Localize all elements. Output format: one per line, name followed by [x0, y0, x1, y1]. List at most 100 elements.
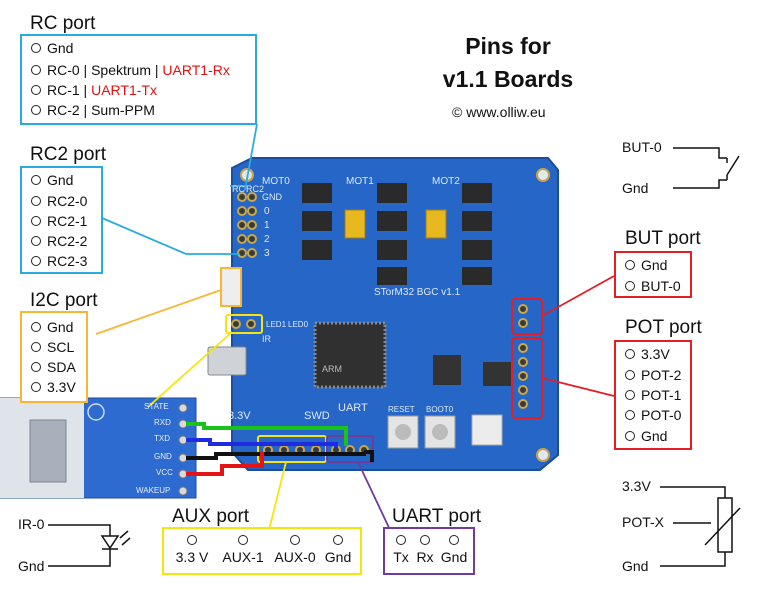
mount-hole	[536, 448, 550, 462]
boot0-button	[424, 415, 456, 449]
i2c-connector	[220, 267, 242, 307]
small-chip	[483, 362, 511, 386]
rc-port-title: RC port	[30, 13, 96, 34]
mcu-chip	[313, 321, 387, 389]
rc2-pin-1: RC2-1	[31, 211, 87, 231]
module-pin-txd: TXD	[154, 434, 170, 443]
pcb-board	[231, 157, 559, 471]
silk-led1: LED1	[266, 320, 287, 329]
aux-port-title: AUX port	[172, 506, 250, 527]
rc-port-box: Gnd RC-0 | Spektrum | UART1-Rx RC-1 | UA…	[20, 34, 257, 125]
pot-pin-3v3: 3.3V	[625, 344, 670, 364]
rc-pin-rc0: RC-0 | Spektrum | UART1-Rx	[31, 60, 230, 80]
rc2-port-box: Gnd RC2-0 RC2-1 RC2-2 RC2-3	[20, 166, 103, 274]
module-pin-vcc: VCC	[156, 468, 173, 477]
aux-pin-3v3: 3.3 V	[170, 535, 214, 565]
aux-port-box: 3.3 V AUX-1 AUX-0 Gnd	[162, 527, 362, 575]
rc-header	[237, 192, 257, 258]
usb-connector	[207, 346, 247, 376]
silk-num-2: 2	[264, 234, 270, 245]
uart-pin-rx: Rx	[413, 535, 437, 565]
but-port-title: BUT port	[625, 228, 701, 249]
pin-dot	[625, 410, 635, 421]
rc2-pin-2: RC2-2	[31, 231, 87, 251]
pin-dot	[31, 216, 41, 227]
mcu-label: ARM	[322, 364, 342, 374]
pin-dot	[625, 260, 635, 271]
but-pin-gnd: Gnd	[625, 255, 667, 275]
pin-dot	[420, 535, 430, 545]
led-label-bottom: Gnd	[18, 558, 45, 574]
silk-led0: LED0	[288, 320, 309, 329]
title-line-1: Pins for	[465, 33, 551, 59]
silk-num-1: 1	[264, 220, 270, 231]
pin-dot	[187, 535, 197, 545]
pot-pin-pot2: POT-2	[625, 365, 681, 385]
i2c-pin-scl: SCL	[31, 337, 74, 357]
pot-pin-pot0: POT-0	[625, 405, 681, 425]
pot-label-mid: POT-X	[622, 514, 665, 530]
pin-dot	[333, 535, 343, 545]
pin-dot	[31, 43, 41, 54]
pot-schematic	[660, 486, 741, 567]
i2c-pin-gnd: Gnd	[31, 317, 73, 337]
page-title: Pins for v1.1 Boards	[420, 30, 596, 96]
silk-mot2: MOT2	[432, 176, 460, 187]
silk-swd: SWD	[304, 410, 330, 422]
board-name: STorM32 BGC v1.1	[374, 287, 461, 298]
pot-pin-pot1: POT-1	[625, 385, 681, 405]
pin-dot	[31, 256, 41, 267]
pin-dot	[625, 349, 635, 360]
but-pin-but0: BUT-0	[625, 276, 681, 296]
rc-pin-rc1: RC-1 | UART1-Tx	[31, 80, 157, 100]
uart-port-title: UART port	[392, 506, 482, 527]
pin-dot	[449, 535, 459, 545]
uart-pin-gnd: Gnd	[437, 535, 471, 565]
pin-dot	[31, 236, 41, 247]
button-schematic	[673, 147, 740, 189]
leader-lines	[95, 123, 615, 535]
pin-dot	[625, 431, 635, 442]
pin-dot	[31, 196, 41, 207]
pin-dot	[31, 322, 41, 333]
pin-dot	[396, 535, 406, 545]
title-line-2: v1.1 Boards	[442, 66, 574, 92]
pin-dot	[625, 281, 635, 292]
silk-boot0: BOOT0	[426, 405, 454, 414]
capacitors	[344, 209, 447, 239]
ir-connector	[225, 314, 263, 334]
pin-dot	[31, 105, 41, 116]
pin-dot	[31, 342, 41, 353]
pin-dot	[31, 382, 41, 393]
pot-label-top: 3.3V	[622, 478, 651, 494]
mosfet-array	[302, 183, 492, 285]
led-schematic	[48, 524, 131, 567]
but-header	[511, 298, 543, 335]
button-label-top: BUT-0	[622, 139, 662, 155]
module-pin-wakeup: WAKEUP	[136, 486, 171, 495]
pin-dot	[31, 85, 41, 96]
pot-label-bottom: Gnd	[622, 558, 649, 574]
i2c-pin-3v3: 3.3V	[31, 377, 76, 397]
silk-mot0: MOT0	[262, 176, 290, 187]
pin-dot	[31, 175, 41, 186]
module-pin-rxd: RXD	[154, 418, 171, 427]
silk-mot1: MOT1	[346, 176, 374, 187]
pin-dot	[31, 65, 41, 76]
silk-rc2: RC2	[246, 184, 265, 194]
rc2-pin-gnd: Gnd	[31, 170, 73, 190]
bluetooth-module	[0, 397, 197, 499]
led-label-top: IR-0	[18, 516, 45, 532]
aux-pin-aux0: AUX-0	[270, 535, 320, 565]
silk-uart: UART	[338, 402, 368, 414]
silk-gnd: GND	[262, 192, 282, 202]
rc-pin-gnd: Gnd	[31, 38, 73, 58]
ceramic-pad	[471, 414, 503, 446]
rc-pin-rc2: RC-2 | Sum-PPM	[31, 100, 155, 120]
silk-3v3: 3.3V	[228, 410, 251, 422]
pin-dot	[290, 535, 300, 545]
pin-dot	[31, 362, 41, 373]
uart-header	[326, 435, 374, 463]
rc2-pin-0: RC2-0	[31, 191, 87, 211]
mount-hole	[536, 168, 550, 182]
